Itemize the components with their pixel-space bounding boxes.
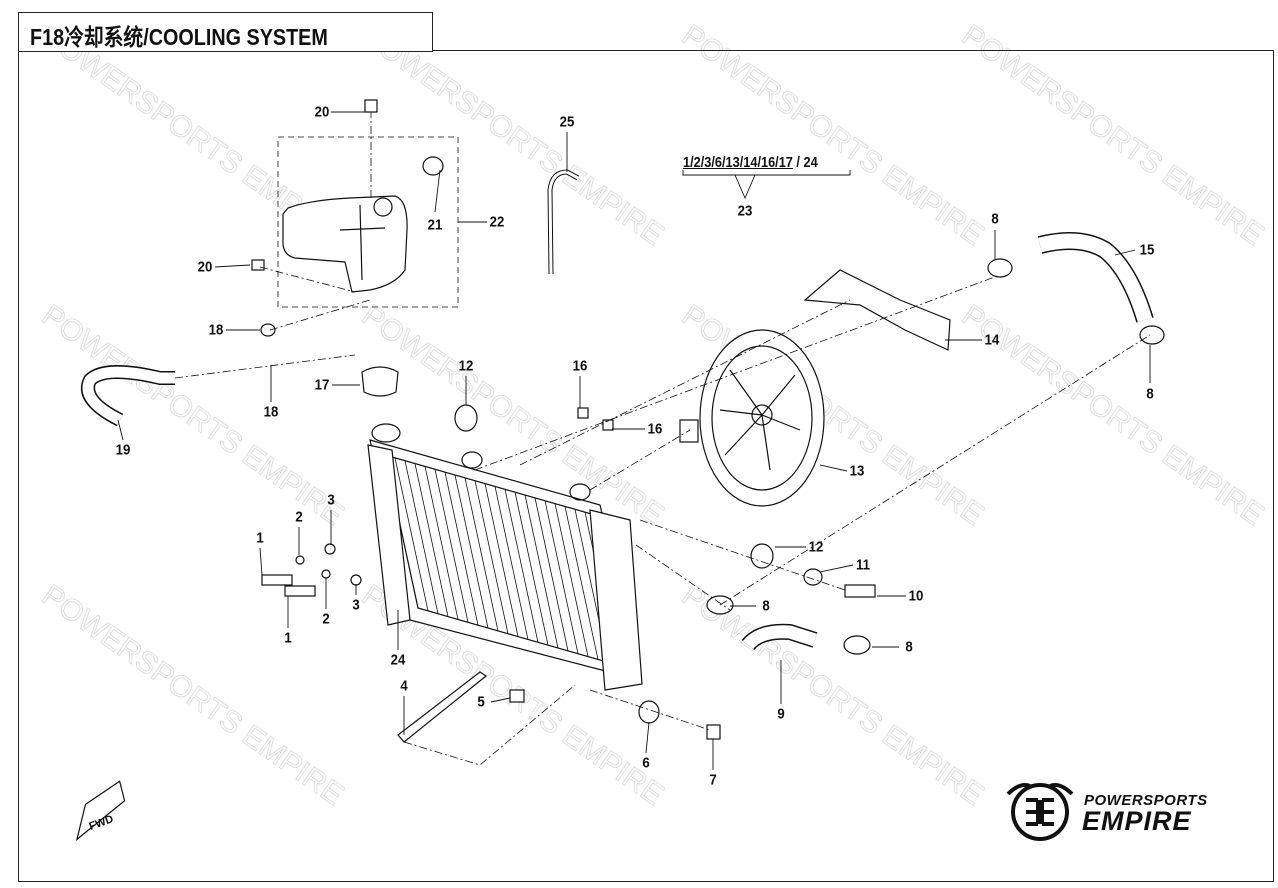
radiator-cap: [361, 366, 399, 397]
support-stay: [397, 671, 488, 743]
callout-part-number: 3: [352, 596, 360, 614]
callout-part-number: 15: [1139, 241, 1155, 259]
callout-part-number: 2: [295, 508, 303, 526]
cooling-fan: [679, 329, 825, 507]
watermark-text: POWERSPORTS EMPIRE: [956, 299, 1269, 532]
callout-part-number: 22: [489, 213, 505, 231]
callout-part-number: 24: [390, 651, 406, 669]
callout-part-number: 13: [849, 462, 865, 480]
callout-part-number: 10: [908, 587, 924, 605]
callout-part-number: 20: [197, 258, 213, 276]
callout-part-number: 8: [905, 638, 913, 656]
callout-part-number: 1: [284, 629, 292, 647]
callout-part-number: 12: [458, 357, 474, 375]
callout-part-number: 18: [208, 321, 224, 339]
callout-part-number: 25: [559, 113, 575, 131]
callout-part-number: 23: [737, 202, 753, 220]
group-extra: 24: [803, 154, 818, 171]
callout-part-number: 4: [400, 677, 408, 695]
page-title: F18冷却系统/COOLING SYSTEM: [30, 24, 328, 50]
callout-part-number: 16: [647, 420, 663, 438]
callout-part-number: 1: [256, 529, 264, 547]
powersports-empire-logo: POWERSPORTS EMPIRE: [1008, 780, 1248, 840]
callout-part-number: 14: [984, 331, 1000, 349]
callout-part-number: 7: [709, 771, 717, 789]
callout-part-number: 9: [777, 705, 785, 723]
callout-part-number: 8: [991, 210, 999, 228]
reservoir-tank: [277, 99, 459, 308]
watermark-text: POWERSPORTS EMPIRE: [956, 19, 1269, 252]
callout-part-number: 18: [263, 403, 279, 421]
fan-bracket: [803, 269, 951, 351]
diagram-frame: [18, 50, 1274, 882]
callout-part-number: 16: [572, 357, 588, 375]
callout-part-number: 21: [427, 216, 443, 234]
callout-part-number: 11: [856, 556, 870, 574]
callout-part-number: 6: [642, 754, 650, 772]
callout-part-number: 12: [808, 538, 824, 556]
callout-part-number: 8: [762, 597, 770, 615]
watermark-text: POWERSPORTS EMPIRE: [36, 299, 349, 532]
logo-mark: [1006, 783, 1074, 841]
watermark-text: POWERSPORTS EMPIRE: [36, 579, 349, 812]
logo-line2: EMPIRE: [1082, 806, 1192, 836]
callout-part-number: 2: [322, 610, 330, 628]
callout-part-number: 8: [1146, 385, 1154, 403]
callout-part-number: 20: [314, 103, 330, 121]
title-box: [18, 12, 433, 52]
fwd-arrow: FWD: [75, 780, 126, 841]
callout-part-number: 3: [327, 491, 335, 509]
callout-part-number: 17: [314, 376, 330, 394]
radiator: [367, 439, 643, 691]
callout-part-number: 19: [115, 441, 131, 459]
logo-line1: POWERSPORTS: [1084, 792, 1208, 809]
group-parts: 1/2/3/6/13/14/16/17: [683, 154, 793, 171]
watermark-text: POWERSPORTS EMPIRE: [676, 19, 989, 252]
assembly-group-label: 1/2/3/6/13/14/16/17 / 24: [683, 154, 818, 171]
callout-part-number: 5: [477, 693, 485, 711]
